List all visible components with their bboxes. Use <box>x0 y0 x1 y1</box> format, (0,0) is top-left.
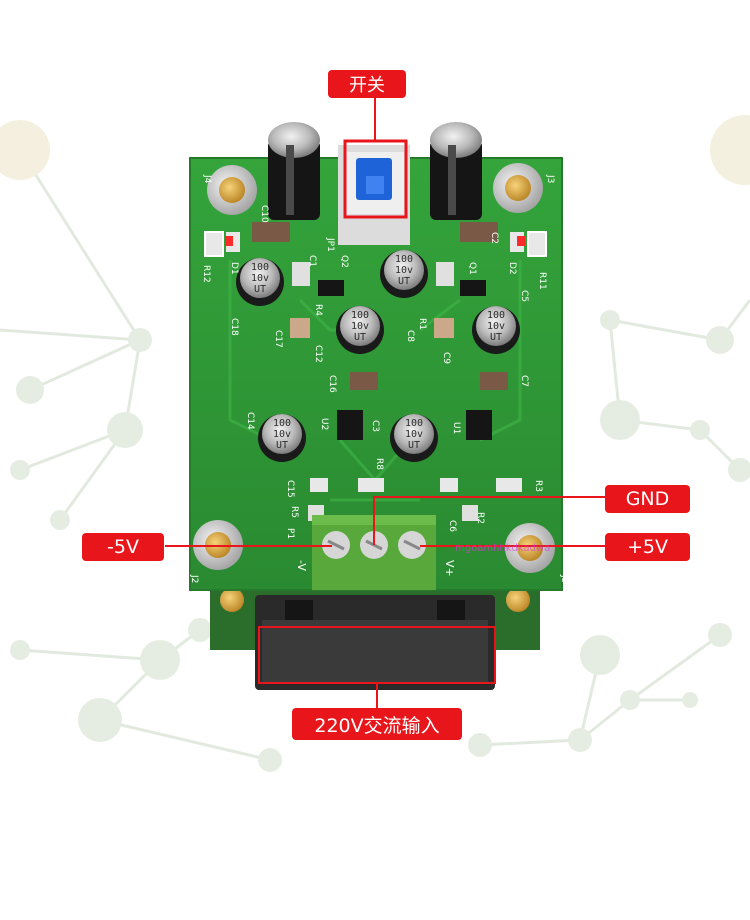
cap-marking: 10v <box>351 321 369 332</box>
silk-ref-r1: R1 <box>417 318 427 330</box>
ac-input-callout: 220V交流输入 <box>292 708 462 740</box>
silk-ref-c10: C10 <box>259 205 269 223</box>
cap-marking: 10v <box>273 429 291 440</box>
capacitor-large-right <box>430 122 482 220</box>
silk-ref-p1: P1 <box>285 528 295 539</box>
cap-marking: UT <box>398 276 410 287</box>
silk-ref-r4: R4 <box>313 304 323 316</box>
silk-ref-r11: R11 <box>537 272 547 290</box>
cap-markings: 100 10v UT 100 10v UT 100 10v UT 100 10v… <box>251 254 505 451</box>
silk-ref-c18: C18 <box>229 318 239 336</box>
mounting-post-br <box>505 523 555 573</box>
silk-ref-c5: C5 <box>519 290 529 302</box>
silk-ref-c12: C12 <box>313 345 323 363</box>
silk-ref-jp1: JP1 <box>325 237 335 252</box>
cap-marking: 100 <box>405 418 423 429</box>
cap-marking: 10v <box>405 429 423 440</box>
capacitor-large-left <box>268 122 320 220</box>
silk-ref-r8: R8 <box>374 458 384 470</box>
watermark: mgoamhhkdkadwa <box>455 543 550 554</box>
silk-ref-u2: U2 <box>319 418 329 430</box>
silk-left-terminal: -V <box>295 560 308 571</box>
cap-marking: UT <box>354 332 366 343</box>
silk-ref-c9: C9 <box>441 352 451 364</box>
silk-ref-j5: J5 <box>559 574 569 583</box>
silk-ref-c16: C16 <box>327 375 337 393</box>
silk-ref-j4: J4 <box>202 174 212 184</box>
silk-ref-c6: C6 <box>447 520 457 532</box>
silk-ref-u1: U1 <box>451 422 461 434</box>
switch-callout: 开关 <box>328 70 406 98</box>
mounting-post-tr <box>493 163 543 213</box>
silk-right-terminal: V+ <box>443 560 456 577</box>
silk-ref-r2: R2 <box>475 512 485 524</box>
cap-marking: 10v <box>395 265 413 276</box>
cap-marking: 100 <box>251 262 269 273</box>
silk-ref-q1: Q1 <box>467 262 477 275</box>
cap-marking: UT <box>408 440 420 451</box>
callout-lines <box>165 96 605 708</box>
silk-ref-q2: Q2 <box>339 255 349 268</box>
silk-ref-j2: J2 <box>189 574 199 583</box>
cap-marking: 100 <box>273 418 291 429</box>
cap-marking: UT <box>276 440 288 451</box>
silk-ref-d1: D1 <box>229 262 239 275</box>
cap-marking: UT <box>490 332 502 343</box>
cap-marking: 100 <box>395 254 413 265</box>
silk-ref-c14: C14 <box>245 412 255 430</box>
silk-ref-c2: C2 <box>489 232 499 244</box>
mounting-post-tl <box>207 165 257 215</box>
silk-ref-c7: C7 <box>519 375 529 387</box>
gnd-callout: GND <box>605 485 690 513</box>
cap-marking: 100 <box>351 310 369 321</box>
silk-ref-j3: J3 <box>545 174 555 183</box>
toggle-switch <box>338 145 410 245</box>
silk-ref-c1: C1 <box>307 255 317 267</box>
background-network <box>0 115 750 772</box>
silk-ref-d2: D2 <box>507 262 517 275</box>
silk-ref-c15: C15 <box>285 480 295 498</box>
neg5v-callout: -5V <box>82 533 164 561</box>
silk-ref-r5: R5 <box>289 506 299 518</box>
cap-marking: 100 <box>487 310 505 321</box>
silk-ref-r3: R3 <box>533 480 543 492</box>
pos5v-callout: +5V <box>605 533 690 561</box>
cap-marking: 10v <box>251 273 269 284</box>
silk-ref-r12: R12 <box>201 265 211 283</box>
capacitor-small <box>236 250 520 462</box>
silk-ref-c3: C3 <box>370 420 380 432</box>
cap-marking: 10v <box>487 321 505 332</box>
silk-ref-c17: C17 <box>273 330 283 348</box>
silk-ref-c8: C8 <box>405 330 415 342</box>
cap-marking: UT <box>254 284 266 295</box>
